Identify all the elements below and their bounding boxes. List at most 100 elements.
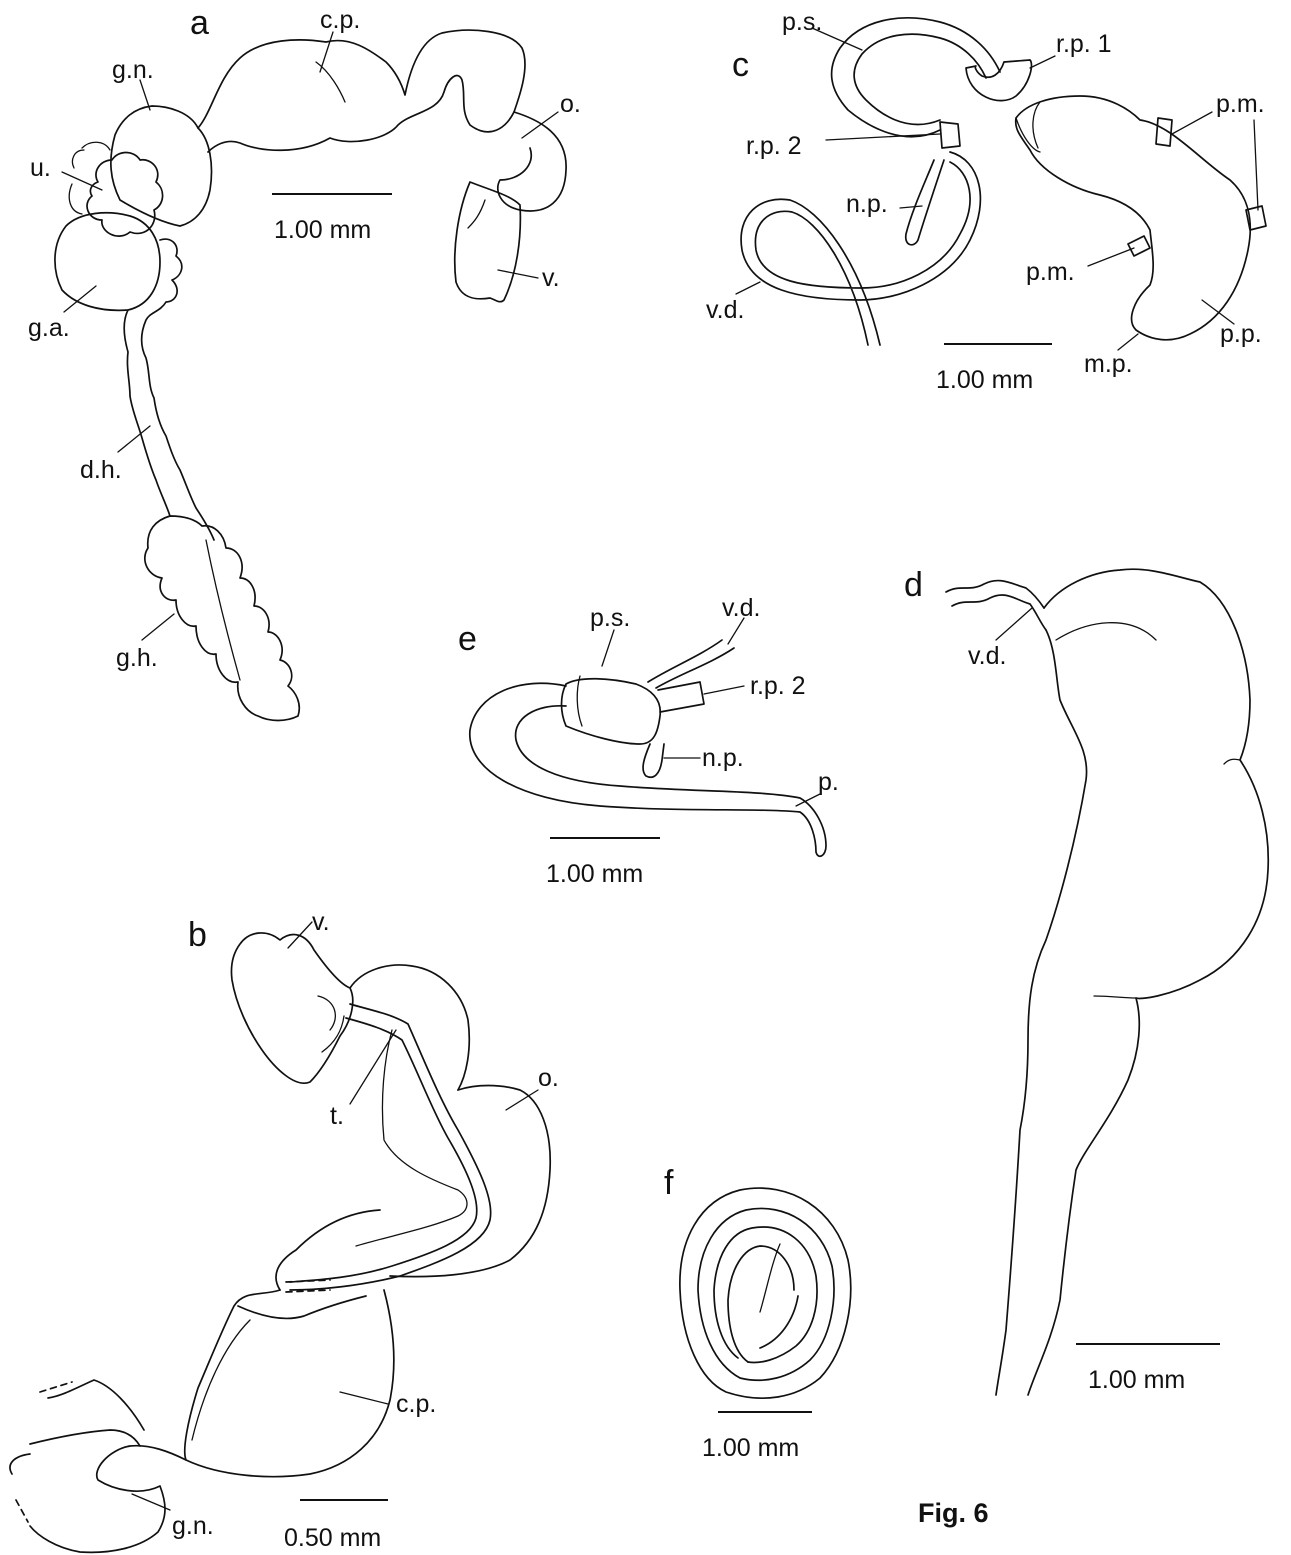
panel-c-leader-np — [900, 206, 922, 208]
panel-b-capsular-inner — [238, 1296, 366, 1318]
panel-e-label-vd: v.d. — [722, 594, 760, 622]
panel-e-label-np: n.p. — [702, 744, 744, 772]
panel-d-notch — [1224, 759, 1240, 764]
panel-c-leader-rp2 — [826, 134, 940, 140]
panel-c-retractor-1 — [966, 60, 1031, 101]
panel-c-leader-pm1b — [1254, 120, 1258, 210]
panel-c-label-pm2: p.m. — [1026, 258, 1075, 286]
panel-c: c p.s. r.p. 1 p.m. r. — [706, 8, 1266, 394]
panel-a-capsular-fold — [316, 62, 345, 102]
panel-a-leader-v — [498, 270, 538, 278]
panel-a-label-ga: g.a. — [28, 314, 70, 342]
panel-b-vagina — [231, 933, 352, 1083]
panel-e-penis — [470, 683, 826, 856]
panel-b-label-cp: c.p. — [396, 1390, 436, 1418]
panel-e-label-ps: p.s. — [590, 604, 630, 632]
panel-d-body-left — [996, 630, 1087, 1395]
panel-c-pm-tab-3 — [1128, 236, 1150, 256]
panel-c-label-vd: v.d. — [706, 296, 744, 324]
panel-c-retractor-2 — [940, 122, 960, 148]
panel-c-label-pm1: p.m. — [1216, 90, 1265, 118]
panel-b-scale-label: 0.50 mm — [284, 1524, 381, 1552]
panel-b-label-gn: g.n. — [172, 1512, 214, 1540]
panel-a-uterus — [87, 153, 163, 237]
panel-c-label-ps: p.s. — [782, 8, 822, 36]
panel-d-folds — [1056, 623, 1156, 998]
panel-b-vagina-folds — [318, 996, 344, 1052]
panel-c-scale-label: 1.00 mm — [936, 366, 1033, 394]
panel-c-leader-pm1 — [1172, 112, 1212, 134]
panel-a-label-o: o. — [560, 90, 581, 118]
panel-b-duct — [290, 1004, 491, 1290]
panel-a-nidamental-gland — [111, 106, 212, 226]
panel-f-core — [728, 1246, 798, 1362]
panel-c-penial-sheath-inner — [854, 34, 986, 124]
panel-a-albumen-gland — [55, 213, 160, 311]
panel-a-label-cp: c.p. — [320, 6, 360, 34]
panel-d-label-vd: v.d. — [968, 642, 1006, 670]
panel-a-label-gh: g.h. — [116, 644, 158, 672]
panel-b: b v. t. o. c.p. g.n. — [10, 908, 559, 1552]
panel-f-letter: f — [664, 1164, 674, 1202]
panel-d-letter: d — [904, 566, 923, 604]
panel-d-body — [1028, 569, 1268, 1395]
panel-b-leader-cp — [340, 1392, 388, 1404]
panel-f-scale-label: 1.00 mm — [702, 1434, 799, 1462]
panel-d-vas-deferens-2 — [952, 595, 1046, 630]
panel-a-letter: a — [190, 4, 209, 42]
panel-a-leader-ga — [64, 286, 96, 312]
panel-e-leader-rp2 — [704, 686, 744, 694]
panel-b-label-t: t. — [330, 1102, 344, 1130]
panel-b-duct-inner — [290, 1018, 477, 1282]
panel-c-label-np: n.p. — [846, 190, 888, 218]
panel-e-scale-label: 1.00 mm — [546, 860, 643, 888]
panel-c-penial-sheath — [832, 18, 1000, 137]
panel-c-label-rp1: r.p. 1 — [1056, 30, 1112, 58]
panel-a-hermaphrodite-duct-inner — [124, 310, 170, 516]
panel-a-label-gn: g.n. — [112, 56, 154, 84]
panel-d-scale-label: 1.00 mm — [1088, 1366, 1185, 1394]
panel-c-label-mp: m.p. — [1084, 350, 1133, 378]
panel-a-leader-gh — [142, 614, 174, 640]
panel-b-label-o: o. — [538, 1064, 559, 1092]
panel-e-penial-sheath — [562, 679, 661, 744]
panel-a-scale-label: 1.00 mm — [274, 216, 371, 244]
panel-c-letter: c — [732, 46, 749, 84]
panel-c-leader-pm2 — [1088, 248, 1134, 266]
panel-c-leader-rp1 — [1030, 56, 1055, 68]
panel-a-gland-midrib — [206, 540, 240, 680]
panel-e: e p.s. v.d. r.p. 2 n.p. p. 1.00 mm — [458, 594, 839, 888]
panel-b-inner-wall — [356, 1030, 467, 1246]
panel-f-spine — [760, 1244, 780, 1312]
panel-a-leader-gn — [140, 80, 150, 110]
panel-d: d v.d. 1.00 mm — [904, 566, 1268, 1395]
panel-a-vagina — [455, 182, 521, 302]
panel-e-leader-ps — [602, 630, 614, 666]
panel-e-vas-deferens — [648, 640, 734, 688]
panel-e-sheath-band — [577, 676, 582, 726]
panel-c-penis-body — [1016, 96, 1251, 340]
panel-b-nidamental-dashed — [16, 1382, 72, 1522]
panel-b-nidamental-gland — [30, 1446, 186, 1553]
panel-b-letter: b — [188, 916, 207, 954]
figure-label: Fig. 6 — [918, 1498, 989, 1528]
panel-d-leader-vd — [996, 608, 1032, 640]
panel-a-leader-cp — [320, 32, 333, 72]
panel-e-letter: e — [458, 620, 477, 658]
panel-e-label-p: p. — [818, 768, 839, 796]
panel-e-label-rp2: r.p. 2 — [750, 672, 806, 700]
panel-a-label-dh: d.h. — [80, 456, 122, 484]
panel-c-label-pp: p.p. — [1220, 320, 1262, 348]
panel-a-vagina-fold — [468, 200, 485, 228]
panel-e-retractor-2 — [658, 682, 704, 712]
panel-b-leader-t — [350, 1030, 396, 1104]
panel-a-hermaphrodite-duct — [142, 239, 215, 540]
panel-c-leader-mp — [1118, 334, 1138, 350]
panel-c-np — [906, 160, 944, 245]
panel-f-middle-coil — [698, 1208, 834, 1380]
panel-a-label-u: u. — [30, 154, 51, 182]
panel-c-collar — [1016, 102, 1040, 152]
panel-a-label-v: v. — [542, 264, 560, 292]
